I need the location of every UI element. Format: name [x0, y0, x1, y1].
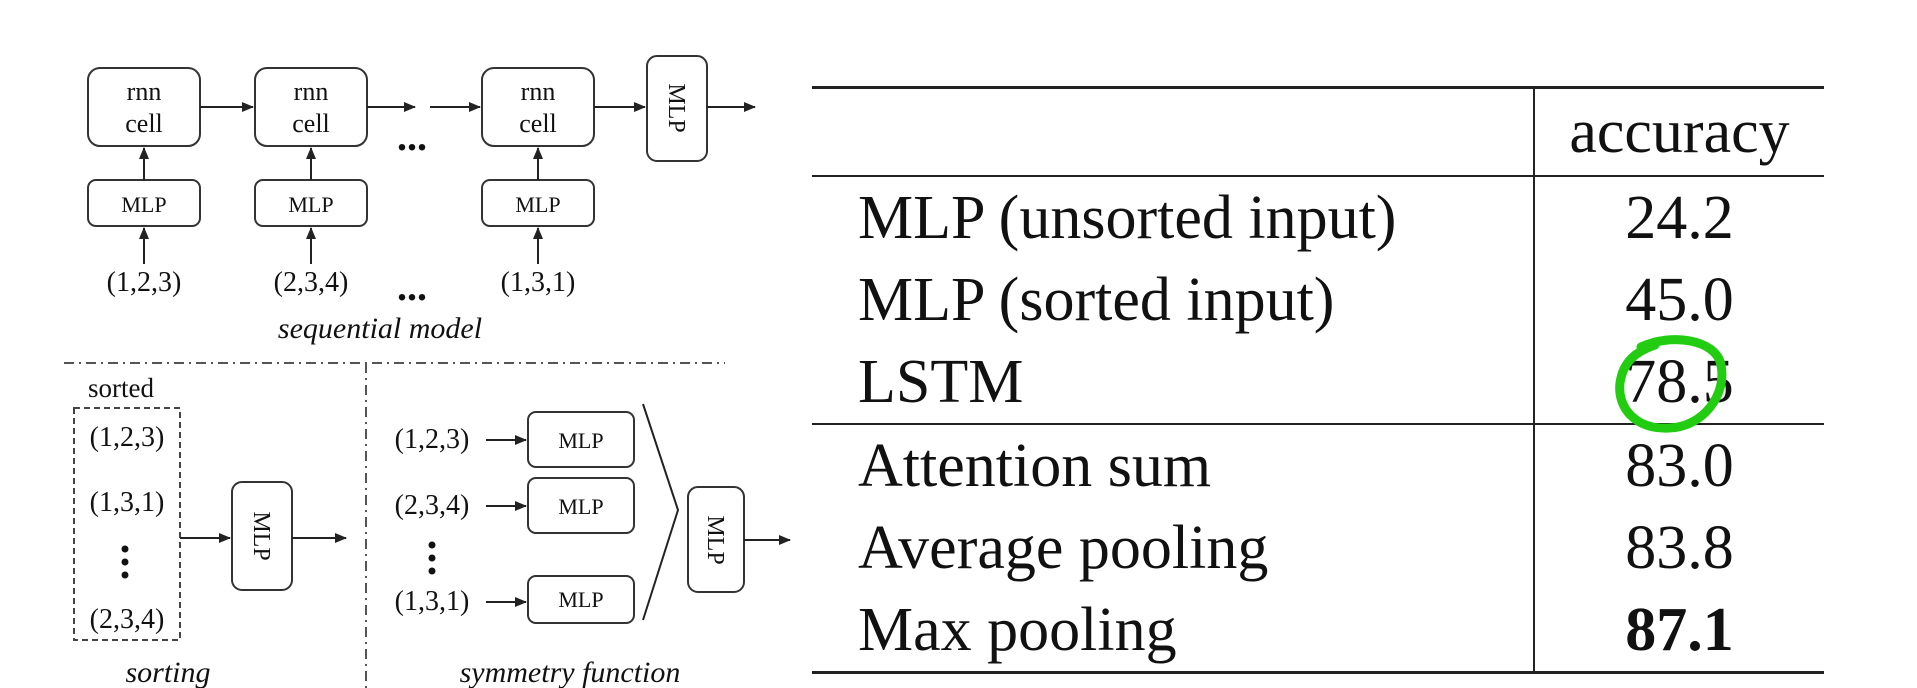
rnn-cell: rnn cell	[481, 67, 595, 147]
input-tuple: (1,3,1)	[501, 267, 576, 298]
table-row: MLP (unsorted input) 24.2	[812, 176, 1824, 259]
header-name	[812, 86, 1534, 177]
table-row: Max pooling 87.1	[812, 589, 1824, 674]
ellipsis: ...	[397, 264, 427, 309]
final-mlp: MLP	[646, 55, 708, 162]
input-mlp: MLP	[481, 179, 595, 227]
svg-text:cell: cell	[519, 109, 557, 138]
sorting-mlp: MLP	[231, 481, 293, 591]
sorted-header: sorted	[88, 373, 154, 403]
row-value: 83.0	[1533, 424, 1824, 507]
svg-text:MLP: MLP	[558, 428, 603, 453]
row-name: MLP (sorted input)	[858, 266, 1335, 334]
row-name: Attention sum	[858, 432, 1212, 500]
sorting-caption: sorting	[125, 656, 210, 688]
circled-value: 78.5	[1615, 335, 1734, 433]
sorted-item: (2,3,4)	[90, 604, 165, 635]
table-row: LSTM 78.5	[812, 335, 1824, 433]
svg-text:MLP: MLP	[121, 192, 166, 217]
input-tuple: (1,2,3)	[395, 424, 470, 455]
row-value-best: 87.1	[1533, 589, 1824, 674]
sorting-model: sorted (1,2,3) (1,3,1) (2,3,4) MLP sorti…	[73, 373, 347, 688]
rnn-cell: rnn cell	[254, 67, 368, 147]
svg-text:MLP: MLP	[558, 587, 603, 612]
row-value: 45.0	[1533, 259, 1824, 341]
shared-mlp: MLP	[527, 477, 635, 534]
svg-text:MLP: MLP	[558, 494, 603, 519]
svg-text:MLP: MLP	[248, 511, 274, 560]
input-mlp: MLP	[254, 179, 368, 227]
input-tuple: (1,2,3)	[107, 267, 182, 298]
ellipsis: ...	[397, 114, 427, 159]
rnn-cell: rnn cell	[87, 67, 201, 147]
input-tuple: (2,3,4)	[274, 267, 349, 298]
shared-mlp: MLP	[527, 575, 635, 624]
svg-text:cell: cell	[125, 109, 163, 138]
svg-text:MLP: MLP	[702, 515, 728, 564]
results-table: accuracy MLP (unsorted input) 24.2 MLP (…	[812, 86, 1824, 674]
shared-mlp: MLP	[527, 411, 635, 468]
row-name: LSTM	[812, 341, 1534, 425]
input-tuple: (1,3,1)	[395, 586, 470, 617]
table-row: Average pooling 83.8	[812, 507, 1824, 589]
row-value: 78.5	[1625, 348, 1734, 416]
row-name: Average pooling	[858, 514, 1269, 582]
svg-text:MLP: MLP	[663, 83, 689, 132]
row-name: MLP (unsorted input)	[858, 184, 1397, 252]
input-tuple: (2,3,4)	[395, 490, 470, 521]
table-row: MLP (sorted input) 45.0	[812, 259, 1824, 341]
vertical-ellipsis	[428, 541, 436, 575]
row-value: 24.2	[1533, 176, 1824, 259]
table-row: Attention sum 83.0	[812, 424, 1824, 507]
svg-text:cell: cell	[292, 109, 330, 138]
vertical-ellipsis	[121, 545, 129, 579]
row-name: Max pooling	[812, 589, 1534, 674]
model-diagram: rnn cell rnn cell rnn cell MLP ... MLP	[64, 55, 791, 688]
output-mlp: MLP	[687, 486, 745, 593]
aggregation-wedge	[642, 403, 680, 621]
svg-text:rnn: rnn	[521, 77, 556, 106]
sorted-item: (1,2,3)	[90, 422, 165, 453]
sequential-model: rnn cell rnn cell rnn cell MLP ... MLP	[87, 55, 756, 345]
table-header-row: accuracy	[812, 86, 1824, 177]
svg-text:rnn: rnn	[294, 77, 329, 106]
symmetry-caption: symmetry function	[460, 656, 681, 688]
svg-text:MLP: MLP	[515, 192, 560, 217]
sorted-item: (1,3,1)	[90, 487, 165, 518]
sequential-caption: sequential model	[278, 312, 482, 345]
input-mlp: MLP	[87, 179, 201, 227]
header-accuracy: accuracy	[1533, 86, 1824, 177]
row-value-cell: 78.5	[1533, 335, 1824, 433]
row-value: 83.8	[1533, 507, 1824, 589]
symmetry-model: (1,2,3) (2,3,4) (1,3,1) MLP MLP MLP MLP	[395, 403, 791, 688]
svg-text:MLP: MLP	[288, 192, 333, 217]
svg-text:rnn: rnn	[127, 77, 162, 106]
